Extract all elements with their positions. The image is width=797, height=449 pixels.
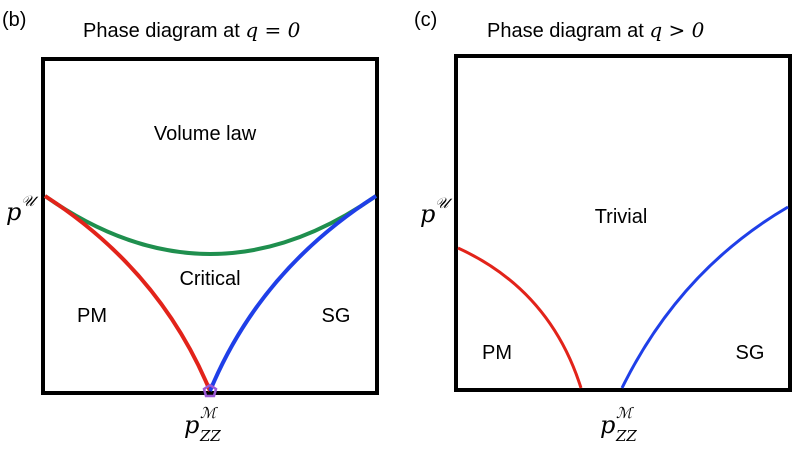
x-axis-label-sup: ℳ — [200, 404, 218, 422]
x-axis-label: p ℳ ZZ — [184, 404, 221, 445]
x-axis-label: p ℳ ZZ — [600, 404, 637, 445]
y-axis-label-sup: 𝒰 — [21, 192, 39, 210]
y-axis-label-sup: 𝒰 — [435, 194, 453, 212]
region-label-middle: Critical — [179, 268, 240, 290]
y-axis-label: p 𝒰 — [420, 194, 453, 228]
region-label-upper: Trivial — [595, 206, 648, 228]
critical-point-marker — [202, 383, 218, 398]
red-boundary-curve — [457, 246, 583, 389]
panel-c: (c) Phase diagram at q > 0 Trivial PM SG… — [414, 9, 792, 445]
title-math: q = 0 — [245, 18, 300, 42]
region-label-left: PM — [482, 342, 512, 364]
region-label-upper: Volume law — [154, 123, 257, 145]
region-label-right: SG — [736, 342, 765, 364]
x-axis-label-sub: ZZ — [615, 427, 637, 445]
panel-title: Phase diagram at q > 0 — [487, 18, 705, 42]
x-axis-label-base: p — [184, 411, 199, 439]
blue-boundary-curve — [620, 205, 789, 389]
y-axis-label-base: p — [6, 198, 21, 226]
region-label-right: SG — [322, 305, 351, 327]
y-axis-label-base: p — [420, 200, 435, 228]
region-label-left: PM — [77, 305, 107, 327]
panel-b: (b) Phase diagram at q = 0 Volume law Cr… — [2, 9, 379, 445]
y-axis-label: p 𝒰 — [6, 192, 39, 226]
plot-frame — [41, 57, 379, 395]
x-axis-label-base: p — [600, 411, 615, 439]
x-axis-label-sup: ℳ — [616, 404, 634, 422]
panel-tag: (c) — [414, 9, 437, 31]
title-prefix: Phase diagram at — [83, 20, 245, 42]
title-math: q > 0 — [649, 18, 704, 42]
red-boundary-curve — [43, 194, 212, 392]
title-prefix: Phase diagram at — [487, 20, 649, 42]
blue-boundary-curve — [208, 194, 378, 392]
plot-frame — [454, 54, 792, 392]
x-axis-label-sub: ZZ — [199, 427, 221, 445]
panel-tag: (b) — [2, 9, 26, 31]
green-boundary-curve — [43, 194, 378, 256]
panel-title: Phase diagram at q = 0 — [83, 18, 301, 42]
